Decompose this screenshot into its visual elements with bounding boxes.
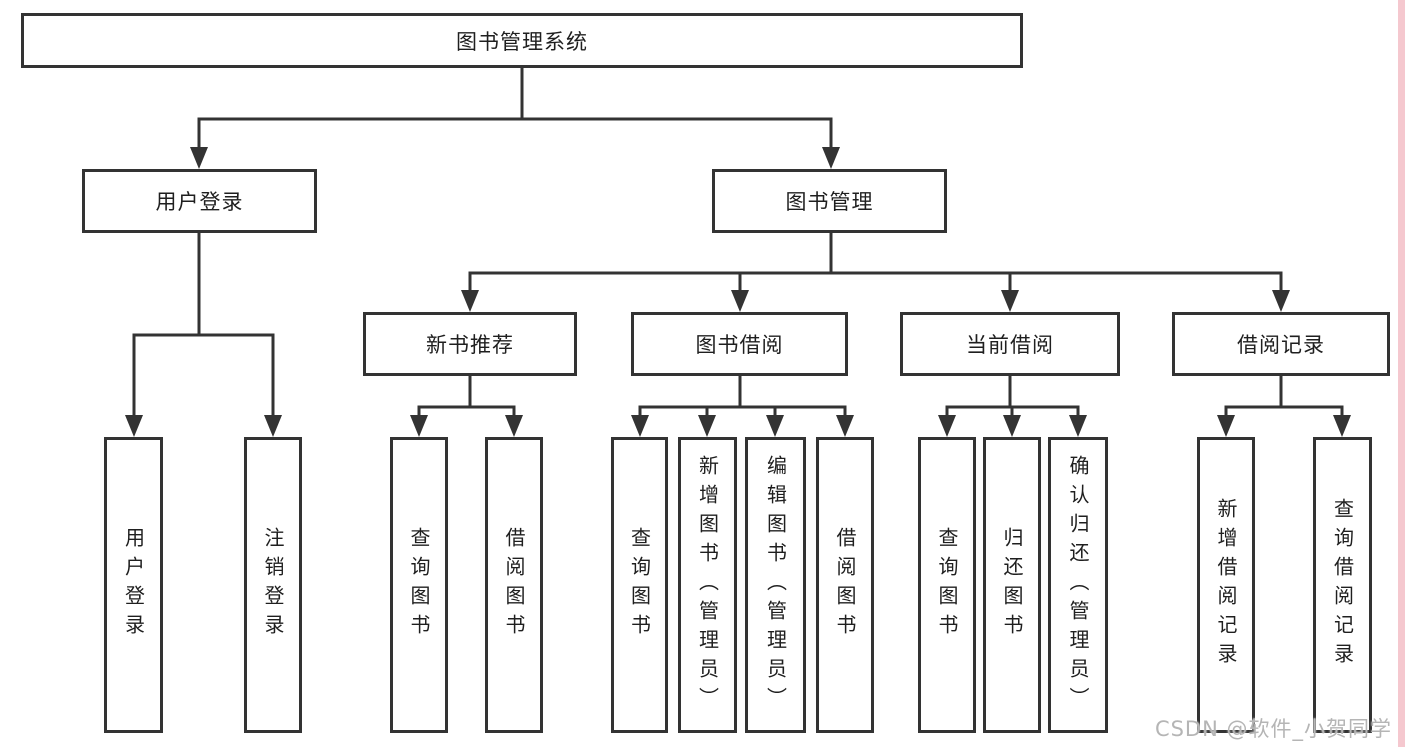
node-new-book-recommend: 新书推荐 (363, 312, 577, 376)
leaf-logout: 注销登录 (244, 437, 302, 733)
leaf-label: 新增图书（管理员） (695, 454, 720, 716)
node-label: 用户登录 (155, 190, 244, 214)
node-book-management: 图书管理 (712, 169, 947, 233)
leaf-label: 借阅图书 (502, 527, 526, 643)
leaf-confirm-return-admin: 确认归还（管理员） (1048, 437, 1108, 733)
node-user-login: 用户登录 (82, 169, 317, 233)
leaf-label: 编辑图书（管理员） (763, 454, 788, 716)
leaf-borrow-books-recommend: 借阅图书 (485, 437, 543, 733)
leaf-label: 用户登录 (121, 527, 146, 643)
node-current-borrow: 当前借阅 (900, 312, 1120, 376)
node-label: 图书管理系统 (456, 29, 588, 54)
leaf-label: 注销登录 (261, 527, 285, 643)
leaf-return-books: 归还图书 (983, 437, 1041, 733)
leaf-label: 查询借阅记录 (1330, 498, 1355, 672)
node-book-borrow: 图书借阅 (631, 312, 848, 376)
leaf-query-books-current: 查询图书 (918, 437, 976, 733)
leaf-query-books-borrow: 查询图书 (611, 437, 668, 733)
right-edge-strip (1398, 0, 1405, 747)
node-label: 图书管理 (785, 190, 874, 214)
leaf-label: 借阅图书 (833, 527, 857, 643)
leaf-user-login: 用户登录 (104, 437, 163, 733)
node-borrow-records: 借阅记录 (1172, 312, 1390, 376)
leaf-edit-books-admin: 编辑图书（管理员） (745, 437, 806, 733)
leaf-query-books-recommend: 查询图书 (390, 437, 448, 733)
leaf-label: 归还图书 (1000, 527, 1024, 643)
node-root-library-system: 图书管理系统 (21, 13, 1023, 68)
leaf-label: 确认归还（管理员） (1066, 454, 1090, 716)
leaf-label: 查询图书 (627, 527, 652, 643)
node-label: 图书借阅 (695, 333, 784, 357)
leaf-borrow-books: 借阅图书 (816, 437, 874, 733)
leaf-add-borrow-record: 新增借阅记录 (1197, 437, 1255, 733)
leaf-query-borrow-record: 查询借阅记录 (1313, 437, 1372, 733)
node-label: 借阅记录 (1237, 333, 1325, 357)
leaf-add-books-admin: 新增图书（管理员） (678, 437, 737, 733)
csdn-watermark: CSDN @软件_小贺同学 (1154, 717, 1392, 741)
node-label: 当前借阅 (966, 333, 1054, 357)
leaf-label: 查询图书 (935, 527, 959, 643)
leaf-label: 查询图书 (407, 527, 431, 643)
node-label: 新书推荐 (426, 333, 514, 357)
leaf-label: 新增借阅记录 (1214, 498, 1238, 672)
